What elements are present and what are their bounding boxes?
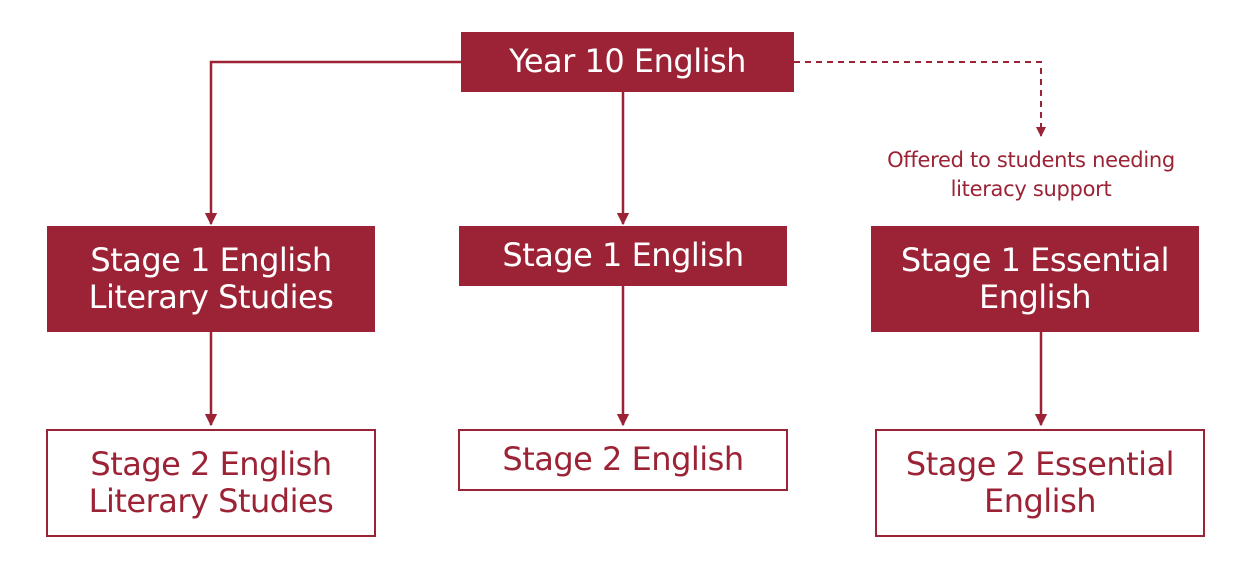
node-stage1-english: Stage 1 English [459, 226, 787, 286]
node-label: Stage 1 English Literary Studies [88, 240, 334, 316]
node-label: Stage 2 English [502, 440, 744, 479]
note-literacy-support: Offered to students needing literacy sup… [887, 148, 1175, 202]
node-stage2-english: Stage 2 English [458, 429, 788, 491]
node-stage2-essential-english: Stage 2 Essential English [875, 429, 1205, 537]
node-year10-english: Year 10 English [461, 32, 794, 92]
node-label: Stage 2 Essential English [905, 444, 1175, 520]
node-label: Year 10 English [509, 42, 746, 81]
node-label: Stage 1 English [502, 236, 744, 275]
node-stage1-english-literary-studies: Stage 1 English Literary Studies [47, 226, 375, 332]
node-label: Stage 2 English Literary Studies [88, 444, 334, 520]
edge-year10-to-stage1-literary [204, 60, 461, 226]
node-stage1-essential-english: Stage 1 Essential English [871, 226, 1199, 332]
node-label: Stage 1 Essential English [900, 240, 1170, 316]
edge-year10-to-note-dashed [794, 61, 1046, 137]
node-stage2-english-literary-studies: Stage 2 English Literary Studies [46, 429, 376, 537]
